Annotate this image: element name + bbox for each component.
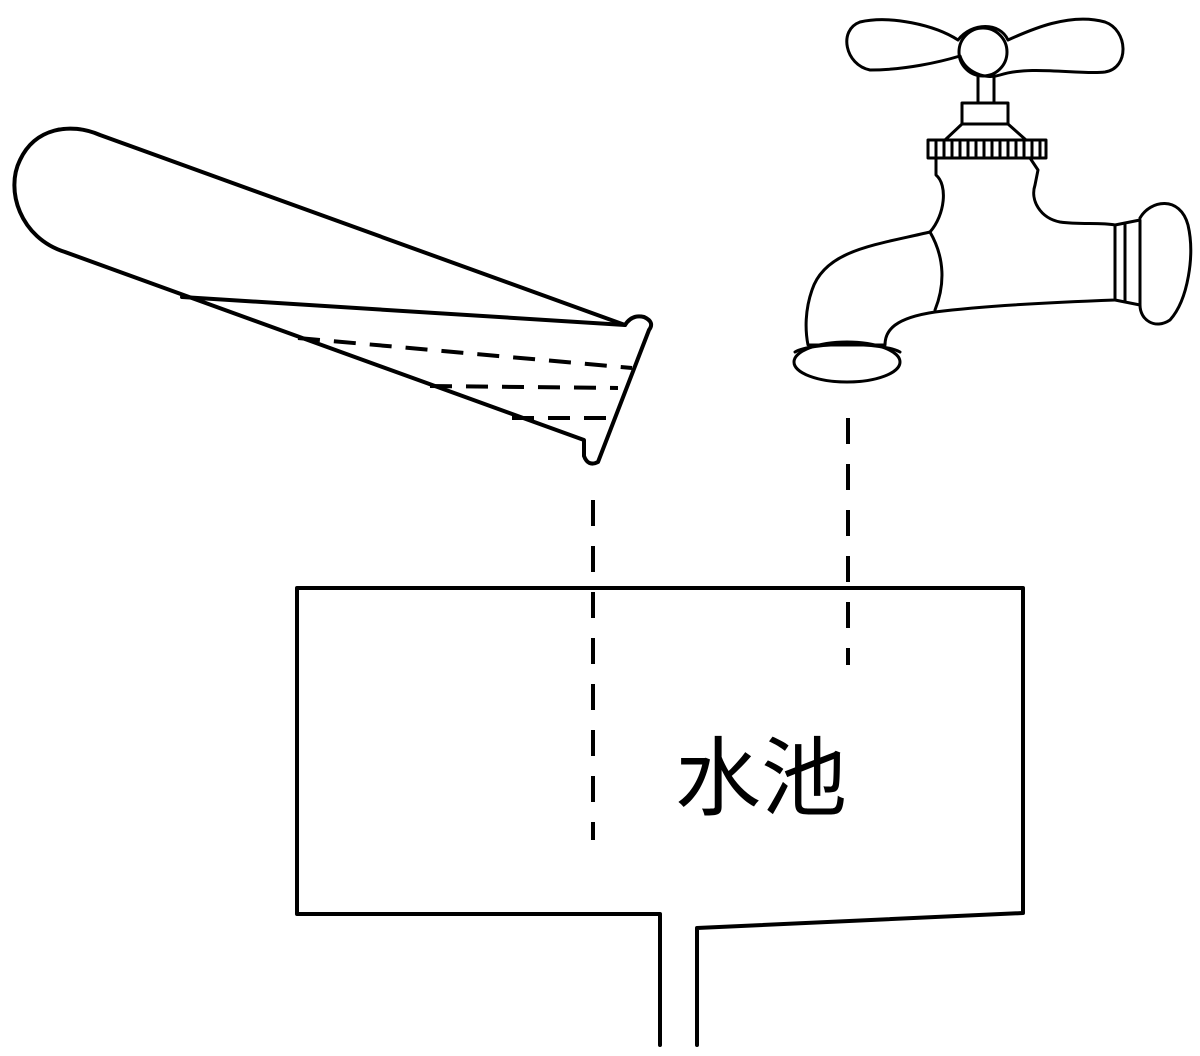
test-tube-outline: [12, 126, 654, 466]
faucet-body: [804, 156, 1117, 347]
faucet-stem: [976, 73, 996, 105]
faucet-outlet: [792, 340, 902, 384]
faucet-end-knob: [1138, 202, 1193, 326]
faucet-handle-hub: [957, 26, 1009, 78]
liquid-level-line-1: [297, 336, 633, 370]
faucet-bonnet-ridges: [934, 140, 1042, 158]
faucet-end-cap: [1113, 218, 1142, 307]
faucet-bonnet: [926, 122, 1048, 160]
faucet-body-seam: [928, 230, 944, 312]
pool-label: 水池: [675, 729, 847, 829]
liquid-level-line-2: [429, 384, 619, 390]
test-tube-icon: [12, 126, 654, 466]
pool-outline: [295, 586, 1025, 1047]
faucet-handle: [845, 17, 1125, 78]
faucet-stem-collar: [960, 101, 1010, 126]
faucet-icon: [792, 17, 1193, 384]
liquid-surface: [180, 295, 627, 327]
faucet-outlet-rim: [793, 343, 902, 354]
